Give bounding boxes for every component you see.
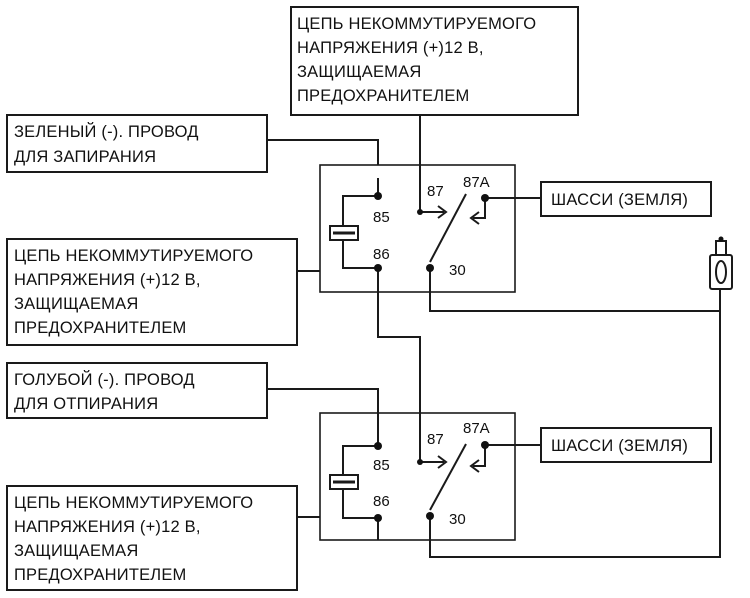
label-lock-wire: ЗЕЛЕНЫЙ (-). ПРОВОД ДЛЯ ЗАПИРАНИЯ xyxy=(6,114,268,173)
upper-relay-pin-87: 87 xyxy=(427,183,444,200)
label-bottom-feed-line-1: ЦЕПЬ НЕКОММУТИРУЕМОГО xyxy=(14,494,253,512)
lower-relay-pin-87a: 87A xyxy=(463,420,490,437)
label-top-feed-line-1: ЦЕПЬ НЕКОММУТИРУЕМОГО xyxy=(297,15,536,33)
lower-relay-86-terminal xyxy=(374,514,382,522)
label-unlock-wire-line-1: ГОЛУБОЙ (-). ПРОВОД xyxy=(14,370,195,389)
label-lock-wire-line-2: ДЛЯ ЗАПИРАНИЯ xyxy=(14,148,156,166)
upper-relay-87-terminal xyxy=(417,209,423,215)
label-top-feed-line-2: НАПРЯЖЕНИЯ (+)12 В, xyxy=(297,39,484,57)
label-unlock-wire: ГОЛУБОЙ (-). ПРОВОД ДЛЯ ОТПИРАНИЯ xyxy=(6,362,268,419)
lower-relay-switch-blade xyxy=(429,443,467,511)
label-top-feed-line-3: ЗАЩИЩАЕМАЯ xyxy=(297,63,421,81)
label-middle-feed-line-2: НАПРЯЖЕНИЯ (+)12 В, xyxy=(14,271,201,289)
lower-relay-pin-86: 86 xyxy=(373,493,390,510)
upper-relay-switch-blade xyxy=(429,193,467,263)
upper-relay-87a-terminal xyxy=(481,194,489,202)
upper-relay-30-terminal xyxy=(426,264,434,272)
label-chassis-lower: ШАССИ (ЗЕМЛЯ) xyxy=(540,427,712,463)
lower-relay-87a-terminal xyxy=(481,441,489,449)
upper-relay-87-contact-arrow xyxy=(430,205,448,219)
lower-relay: 85 86 87 87A 30 xyxy=(319,412,516,541)
label-bottom-feed: ЦЕПЬ НЕКОММУТИРУЕМОГО НАПРЯЖЕНИЯ (+)12 В… xyxy=(6,485,298,591)
upper-relay-pin-87a: 87A xyxy=(463,174,490,191)
label-top-feed: ЦЕПЬ НЕКОММУТИРУЕМОГО НАПРЯЖЕНИЯ (+)12 В… xyxy=(290,6,579,116)
upper-relay-86-terminal xyxy=(374,264,382,272)
upper-relay-pin-85: 85 xyxy=(373,209,390,226)
upper-relay-pin-30: 30 xyxy=(449,262,466,279)
upper-relay-85-terminal xyxy=(374,192,382,200)
upper-relay-pin-86: 86 xyxy=(373,246,390,263)
lamp-icon xyxy=(709,236,733,290)
label-bottom-feed-line-3: ЗАЩИЩАЕМАЯ xyxy=(14,542,138,560)
label-chassis-lower-text: ШАССИ (ЗЕМЛЯ) xyxy=(551,437,688,455)
label-unlock-wire-line-2: ДЛЯ ОТПИРАНИЯ xyxy=(14,395,158,413)
lower-relay-85-terminal xyxy=(374,442,382,450)
upper-relay-87a-contact-arrow xyxy=(469,198,486,225)
lower-relay-87-terminal xyxy=(417,459,423,465)
label-top-feed-line-4: ПРЕДОХРАНИТЕЛЕМ xyxy=(297,87,470,105)
lower-relay-87a-contact-arrow xyxy=(469,445,486,473)
label-middle-feed-line-1: ЦЕПЬ НЕКОММУТИРУЕМОГО xyxy=(14,247,253,265)
label-middle-feed-line-3: ЗАЩИЩАЕМАЯ xyxy=(14,295,138,313)
lower-relay-pin-30: 30 xyxy=(449,511,466,528)
label-middle-feed: ЦЕПЬ НЕКОММУТИРУЕМОГО НАПРЯЖЕНИЯ (+)12 В… xyxy=(6,238,298,346)
label-bottom-feed-line-2: НАПРЯЖЕНИЯ (+)12 В, xyxy=(14,518,201,536)
label-middle-feed-line-4: ПРЕДОХРАНИТЕЛЕМ xyxy=(14,319,187,337)
label-lock-wire-line-1: ЗЕЛЕНЫЙ (-). ПРОВОД xyxy=(14,122,199,141)
upper-relay: 85 86 87 87A 30 xyxy=(319,164,516,293)
label-bottom-feed-line-4: ПРЕДОХРАНИТЕЛЕМ xyxy=(14,566,187,584)
lower-relay-87-contact-arrow xyxy=(430,455,448,469)
lower-relay-pin-85: 85 xyxy=(373,457,390,474)
lower-relay-30-terminal xyxy=(426,512,434,520)
label-chassis-upper-text: ШАССИ (ЗЕМЛЯ) xyxy=(551,191,688,209)
label-chassis-upper: ШАССИ (ЗЕМЛЯ) xyxy=(540,181,712,217)
lower-relay-pin-87: 87 xyxy=(427,431,444,448)
